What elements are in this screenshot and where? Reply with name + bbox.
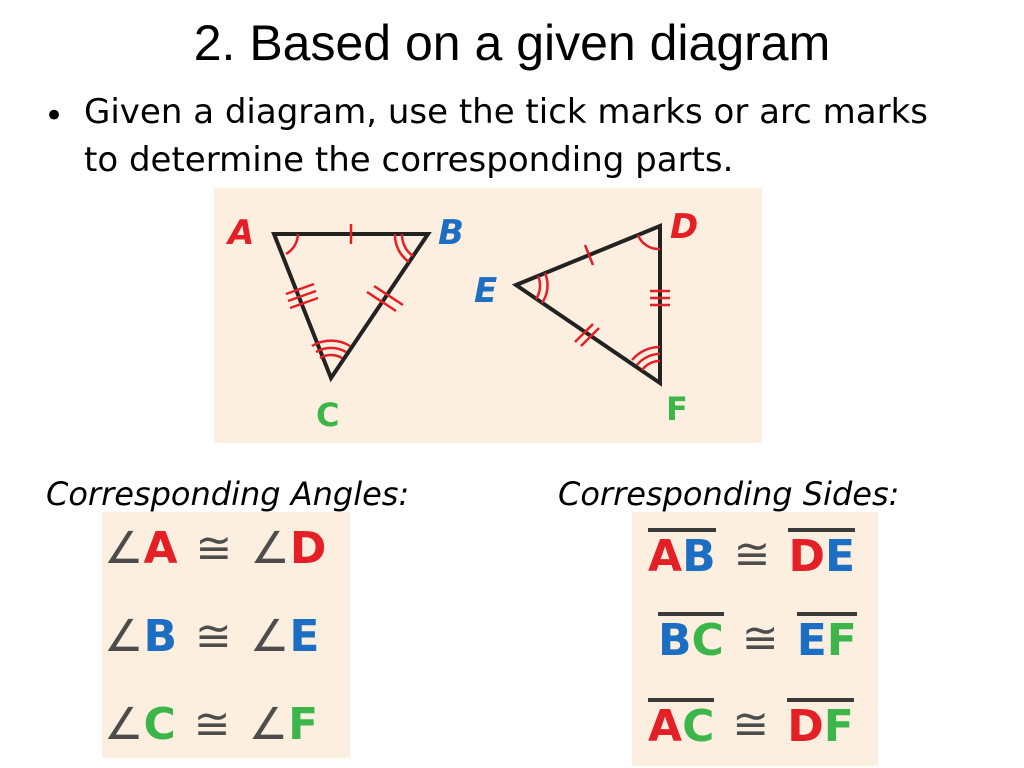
arc-angle-a (285, 233, 300, 256)
angle-symbol: ∠ (248, 698, 289, 750)
angle-symbol: ∠ (104, 522, 144, 574)
segment-endpoint: F (826, 615, 857, 666)
bullet-dot: • (44, 96, 65, 136)
segment-endpoint: B (658, 615, 692, 666)
segment-endpoint: D (788, 531, 826, 582)
side-row-1: AB ≅ DE (648, 524, 856, 584)
angle-left-label: C (143, 698, 176, 750)
congruent-symbol: ≅ (741, 612, 779, 664)
segment-overline: AC (648, 698, 715, 752)
angle-right-label: F (288, 698, 319, 750)
segment-endpoint: B (682, 531, 716, 582)
congruent-symbol: ≅ (195, 610, 232, 662)
congruent-symbol: ≅ (193, 698, 231, 750)
segment-endpoint: F (823, 701, 854, 752)
angles-panel: ∠A≅∠D ∠B≅∠E ∠C≅∠F (102, 512, 350, 758)
bullet-text: Given a diagram, use the tick marks or a… (84, 92, 929, 180)
segment-endpoint: A (648, 701, 683, 752)
vertex-label-e: E (474, 271, 497, 311)
arc-angle-c (311, 339, 351, 360)
congruent-symbol: ≅ (733, 528, 771, 580)
side-row-2: BC ≅ EF (658, 608, 857, 668)
vertex-label-f: F (666, 390, 688, 428)
vertex-label-c: C (316, 396, 339, 434)
segment-endpoint: D (787, 701, 824, 752)
angle-symbol: ∠ (104, 610, 144, 662)
congruent-symbol: ≅ (195, 522, 233, 574)
side-row-3: AC ≅ DF (648, 694, 854, 754)
segment-endpoint: C (691, 615, 724, 666)
segment-overline: DF (787, 698, 854, 750)
angle-symbol: ∠ (249, 610, 290, 662)
vertex-label-b: B (438, 213, 464, 253)
segment-endpoint: E (796, 615, 827, 666)
vertex-label-a: A (225, 213, 254, 253)
triangle-diagram: A B C D E F (214, 188, 762, 443)
double-tick-bc (366, 284, 404, 313)
segment-overline: EF (796, 612, 857, 666)
angle-symbol: ∠ (104, 698, 144, 750)
angle-row-2: ∠B≅∠E (104, 606, 319, 666)
sides-heading: Corresponding Sides: (558, 475, 900, 513)
segment-endpoint: A (648, 531, 683, 582)
arc-angle-b (393, 233, 414, 264)
double-tick-ef (574, 323, 600, 347)
angle-left-label: B (143, 610, 177, 662)
angle-symbol: ∠ (250, 522, 290, 574)
angle-right-label: E (289, 610, 320, 662)
triangle-diagram-svg: A B C D E F (225, 207, 698, 434)
arc-angle-f (631, 345, 661, 371)
angles-heading: Corresponding Angles: (46, 475, 410, 513)
arc-angle-e (534, 272, 549, 304)
angle-row-1: ∠A≅∠D (104, 518, 326, 578)
segment-endpoint: E (825, 531, 856, 582)
vertex-label-d: D (670, 207, 698, 247)
angle-left-label: A (143, 522, 178, 574)
segment-overline: DE (788, 528, 856, 582)
congruent-symbol: ≅ (732, 698, 770, 750)
angle-row-3: ∠C≅∠F (104, 694, 318, 754)
sides-panel: AB≅DE BC≅EF AC≅DF (632, 512, 878, 766)
arc-angle-d (636, 234, 661, 251)
segment-overline: AB (648, 528, 716, 580)
triple-tick-ac (285, 282, 319, 310)
segment-endpoint: C (682, 701, 715, 752)
segment-overline: BC (658, 612, 724, 664)
triple-tick-df (650, 289, 670, 307)
angle-right-label: D (289, 522, 327, 574)
tick-de (583, 244, 595, 266)
slide-title: 2. Based on a given diagram (193, 15, 831, 71)
